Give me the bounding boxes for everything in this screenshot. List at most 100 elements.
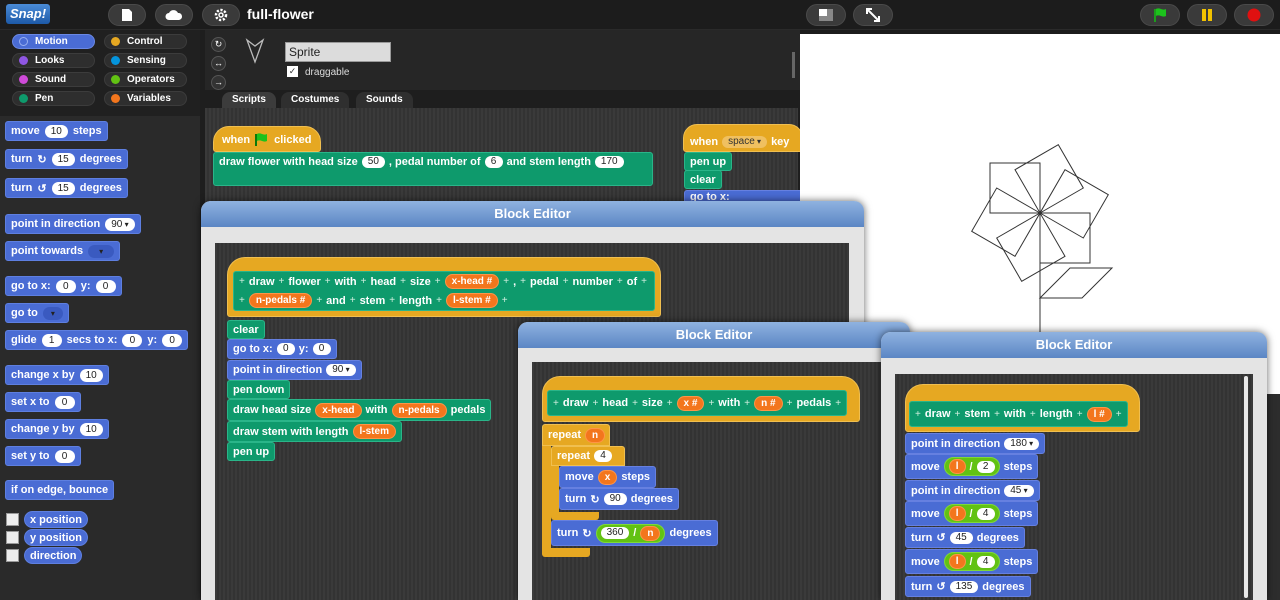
n-variable[interactable]: n bbox=[640, 525, 661, 541]
key-dropdown[interactable]: space bbox=[722, 136, 768, 148]
param-l-stem[interactable]: l-stem # bbox=[445, 293, 498, 308]
param-n-pedals[interactable]: n-pedals # bbox=[248, 293, 313, 308]
param-l[interactable]: l # bbox=[1086, 406, 1112, 422]
value-input[interactable]: 10 bbox=[79, 368, 103, 382]
rotate-style-icon[interactable]: ↻ bbox=[211, 37, 226, 52]
scrollbar[interactable] bbox=[792, 52, 795, 78]
file-button[interactable] bbox=[108, 4, 146, 26]
block-editor-draw-stem[interactable]: Block Editor +draw+stem+with+length+l #+… bbox=[881, 332, 1267, 600]
value-input[interactable]: 0 bbox=[54, 395, 75, 409]
green-flag-button[interactable] bbox=[1140, 4, 1180, 26]
x-position-reporter[interactable]: x position bbox=[24, 511, 88, 528]
plus-icon[interactable]: + bbox=[316, 295, 323, 306]
category-looks[interactable]: Looks bbox=[12, 53, 95, 68]
plus-icon[interactable]: + bbox=[434, 276, 441, 287]
plus-icon[interactable]: + bbox=[239, 295, 245, 306]
l-variable[interactable]: l bbox=[948, 506, 966, 521]
plus-icon[interactable]: + bbox=[592, 397, 599, 409]
category-motion[interactable]: Motion bbox=[12, 34, 95, 49]
plus-icon[interactable]: + bbox=[994, 408, 1000, 420]
y-input[interactable]: 0 bbox=[162, 333, 183, 347]
pause-button[interactable] bbox=[1187, 4, 1227, 26]
tab-scripts[interactable]: Scripts bbox=[222, 92, 276, 108]
plus-icon[interactable]: + bbox=[400, 276, 406, 287]
go-to-block[interactable]: go to bbox=[5, 303, 69, 323]
plus-icon[interactable]: + bbox=[501, 295, 508, 306]
pen-down-block[interactable]: pen down bbox=[227, 380, 291, 399]
bounce-block[interactable]: if on edge, bounce bbox=[5, 480, 115, 500]
y-position-reporter[interactable]: y position bbox=[24, 529, 88, 546]
pen-up-block[interactable]: pen up bbox=[684, 152, 733, 171]
plus-icon[interactable]: + bbox=[666, 397, 673, 409]
n-variable[interactable]: n bbox=[585, 427, 606, 443]
dividend-input[interactable]: 360 bbox=[600, 527, 630, 539]
presentation-mode-button[interactable] bbox=[853, 4, 893, 26]
direction-dropdown[interactable]: 90 bbox=[326, 364, 356, 376]
dialog-title[interactable]: Block Editor bbox=[881, 332, 1267, 358]
tab-costumes[interactable]: Costumes bbox=[281, 92, 350, 108]
divide-operator[interactable]: l/4 bbox=[943, 504, 1000, 523]
direction-reporter[interactable]: direction bbox=[24, 547, 83, 564]
plus-icon[interactable]: + bbox=[553, 397, 559, 409]
plus-icon[interactable]: + bbox=[436, 295, 442, 306]
value-input[interactable]: 0 bbox=[54, 449, 75, 463]
plus-icon[interactable]: + bbox=[1115, 408, 1122, 420]
scrollbar[interactable] bbox=[1244, 376, 1248, 598]
draggable-checkbox[interactable]: ✓ bbox=[287, 66, 298, 77]
pedal-number-input[interactable]: 6 bbox=[484, 156, 503, 168]
tab-sounds[interactable]: Sounds bbox=[356, 92, 413, 108]
divisor-input[interactable]: 4 bbox=[976, 507, 995, 520]
x-input[interactable]: 0 bbox=[276, 343, 295, 355]
direction-dropdown[interactable]: 45 bbox=[1004, 484, 1034, 497]
degrees-input[interactable]: 135 bbox=[949, 580, 979, 593]
plus-icon[interactable]: + bbox=[503, 276, 510, 287]
cloud-button[interactable] bbox=[155, 4, 193, 26]
plus-icon[interactable]: + bbox=[389, 295, 396, 306]
plus-icon[interactable]: + bbox=[278, 276, 285, 287]
category-control[interactable]: Control bbox=[104, 34, 187, 49]
plus-icon[interactable]: + bbox=[954, 408, 961, 420]
x-input[interactable]: 0 bbox=[122, 333, 143, 347]
l-variable[interactable]: l bbox=[948, 459, 966, 474]
degrees-input[interactable]: 45 bbox=[949, 531, 973, 544]
y-input[interactable]: 0 bbox=[312, 343, 331, 355]
target-dropdown[interactable] bbox=[88, 244, 115, 258]
plus-icon[interactable]: + bbox=[835, 397, 842, 409]
plus-icon[interactable]: + bbox=[349, 295, 356, 306]
param-x[interactable]: x # bbox=[676, 395, 705, 411]
point-towards-block[interactable]: point towards bbox=[5, 241, 121, 261]
no-rotate-icon[interactable]: → bbox=[211, 75, 226, 90]
plus-icon[interactable]: + bbox=[1076, 408, 1083, 420]
divide-operator[interactable]: l/4 bbox=[943, 552, 1000, 571]
param-x-head[interactable]: x-head # bbox=[444, 274, 500, 289]
divide-operator[interactable]: 360/n bbox=[595, 523, 666, 543]
dialog-title[interactable]: Block Editor bbox=[201, 201, 864, 227]
direction-dropdown[interactable]: 90 bbox=[105, 217, 135, 231]
y-input[interactable]: 0 bbox=[95, 279, 116, 293]
plus-icon[interactable]: + bbox=[915, 408, 921, 420]
plus-icon[interactable]: + bbox=[239, 276, 245, 287]
target-dropdown[interactable] bbox=[42, 306, 63, 320]
x-variable[interactable]: x bbox=[597, 469, 618, 485]
count-input[interactable]: 4 bbox=[594, 450, 613, 462]
plus-icon[interactable]: + bbox=[641, 276, 647, 287]
value-input[interactable]: 10 bbox=[79, 422, 103, 436]
plus-icon[interactable]: + bbox=[324, 276, 331, 287]
degrees-input[interactable]: 90 bbox=[603, 493, 627, 505]
draw-stem-prototype[interactable]: +draw+stem+with+length+l #+ bbox=[909, 401, 1128, 427]
